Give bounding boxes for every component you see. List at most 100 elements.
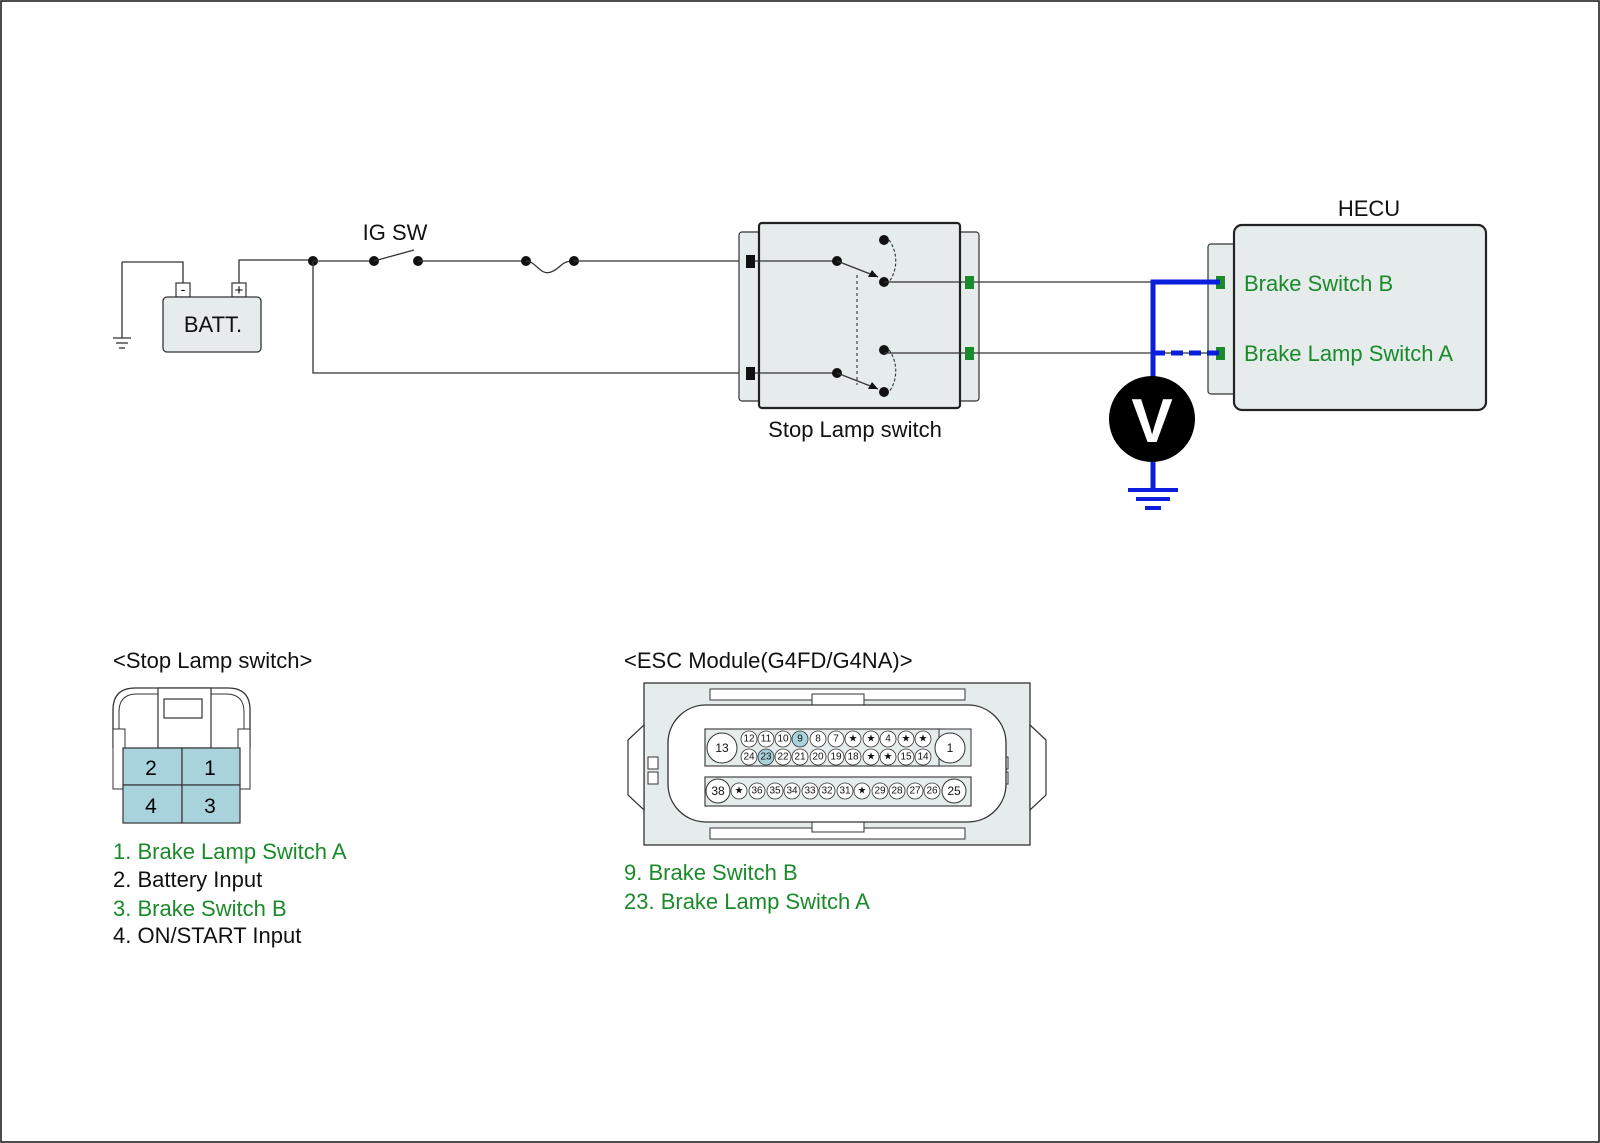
pin-label: 18	[847, 752, 859, 763]
pin-4	[879, 730, 897, 748]
pin-15	[897, 748, 915, 766]
voltmeter: V	[1109, 376, 1195, 462]
pin-10	[774, 730, 792, 748]
pin-label: ★	[867, 752, 876, 763]
pin-18	[844, 748, 862, 766]
pin-label: ★	[884, 752, 893, 763]
esc-connector-section: <ESC Module(G4FD/G4NA)> 13	[624, 648, 1047, 914]
pin-label: 7	[833, 734, 839, 745]
pin-26	[923, 782, 941, 800]
pin-blank	[897, 730, 915, 748]
pin-label: 28	[891, 786, 903, 797]
ig-switch: IG SW	[313, 220, 428, 266]
pin-4-cell	[122, 784, 183, 824]
pin-34	[783, 782, 801, 800]
pin-label: 19	[830, 752, 842, 763]
stop-lamp-legend-item: 4. ON/START Input	[113, 923, 301, 948]
pin-label: 9	[797, 734, 803, 745]
esc-legend-item: 9. Brake Switch B	[624, 860, 798, 885]
pin-33	[801, 782, 819, 800]
pin-11	[757, 730, 775, 748]
pin-label: 3	[204, 795, 216, 818]
ground-symbol-left	[113, 262, 131, 349]
pin-28	[888, 782, 906, 800]
pin-35	[766, 782, 784, 800]
pin-29	[871, 782, 889, 800]
pin-label: 22	[777, 752, 789, 763]
pin-label: 26	[926, 786, 938, 797]
pin-label: 23	[760, 752, 772, 763]
pin-22	[774, 748, 792, 766]
pin-label: 35	[769, 786, 781, 797]
pin-label: ★	[867, 734, 876, 745]
pin-label: 4	[145, 795, 157, 818]
pin-blank	[730, 782, 748, 800]
pin-31	[836, 782, 854, 800]
battery-label: BATT.	[184, 312, 242, 337]
pin-blank	[862, 748, 880, 766]
pin-label: 33	[804, 786, 816, 797]
pin-label: 8	[815, 734, 821, 745]
pin-label: 2	[145, 757, 157, 780]
esc-connector-drawing: 13 1 38 25 12 11 10 9 8 7 ★	[627, 682, 1047, 846]
pin-19	[827, 748, 845, 766]
pin-20	[809, 748, 827, 766]
ground-symbol-probe	[1128, 488, 1178, 510]
hecu-label: HECU	[1338, 196, 1400, 221]
pin-label: 1	[947, 741, 954, 755]
pin-label: 24	[743, 752, 755, 763]
stop-lamp-switch: Stop Lamp switch	[738, 221, 980, 442]
pin-label: 29	[874, 786, 886, 797]
stop-lamp-connector-title: <Stop Lamp switch>	[113, 648, 312, 673]
pin-blank	[914, 730, 932, 748]
esc-connector-title: <ESC Module(G4FD/G4NA)>	[624, 648, 913, 673]
voltmeter-label: V	[1131, 387, 1172, 456]
pin-label: 25	[947, 784, 961, 798]
pin-3-cell	[181, 784, 241, 824]
pin-blank	[862, 730, 880, 748]
pin-24	[740, 748, 758, 766]
pin-36	[748, 782, 766, 800]
pin-14	[914, 748, 932, 766]
schematic: - + BATT. IG SW	[113, 196, 1488, 510]
pin-label: ★	[849, 734, 858, 745]
stop-lamp-legend-item: 1. Brake Lamp Switch A	[113, 839, 347, 864]
pin-blank	[879, 748, 897, 766]
stop-lamp-connector-drawing: 2 1 4 3	[112, 687, 251, 824]
pin-9	[791, 730, 809, 748]
pin-1-cell	[181, 747, 241, 786]
stop-lamp-connector-section: <Stop Lamp switch> 2 1 4 3 1. Brake Lamp…	[112, 648, 347, 948]
pin-8	[809, 730, 827, 748]
pin-label: 13	[715, 741, 729, 755]
pin-label: ★	[902, 734, 911, 745]
pin-label: 34	[786, 786, 798, 797]
stop-lamp-legend-item: 2. Battery Input	[113, 867, 262, 892]
pin-label: 27	[909, 786, 921, 797]
pin-blank	[844, 730, 862, 748]
pin-label: ★	[735, 786, 744, 797]
hecu-module: HECU Brake Switch B Brake Lamp Switch A	[1207, 196, 1488, 412]
battery-plus-label: +	[235, 282, 244, 299]
pin-label: 36	[751, 786, 763, 797]
wire-battery-input	[312, 261, 748, 374]
ig-switch-label: IG SW	[363, 220, 428, 245]
pin-7	[827, 730, 845, 748]
battery-minus-label: -	[181, 281, 186, 297]
hecu-pin-brake-lamp-switch-a: Brake Lamp Switch A	[1244, 341, 1453, 366]
pin-27	[906, 782, 924, 800]
pin-label: 11	[761, 734, 772, 745]
pin-label: 21	[794, 752, 806, 763]
battery-body	[162, 296, 262, 353]
pin-label: 12	[743, 734, 755, 745]
pin-21	[791, 748, 809, 766]
pin-label: 31	[839, 786, 851, 797]
pin-32	[818, 782, 836, 800]
pin-23	[757, 748, 775, 766]
pin-label: ★	[919, 734, 928, 745]
stop-lamp-legend-item: 3. Brake Switch B	[113, 896, 287, 921]
pin-label: ★	[858, 786, 867, 797]
stop-lamp-switch-label: Stop Lamp switch	[768, 417, 942, 442]
pin-label: 15	[900, 752, 912, 763]
